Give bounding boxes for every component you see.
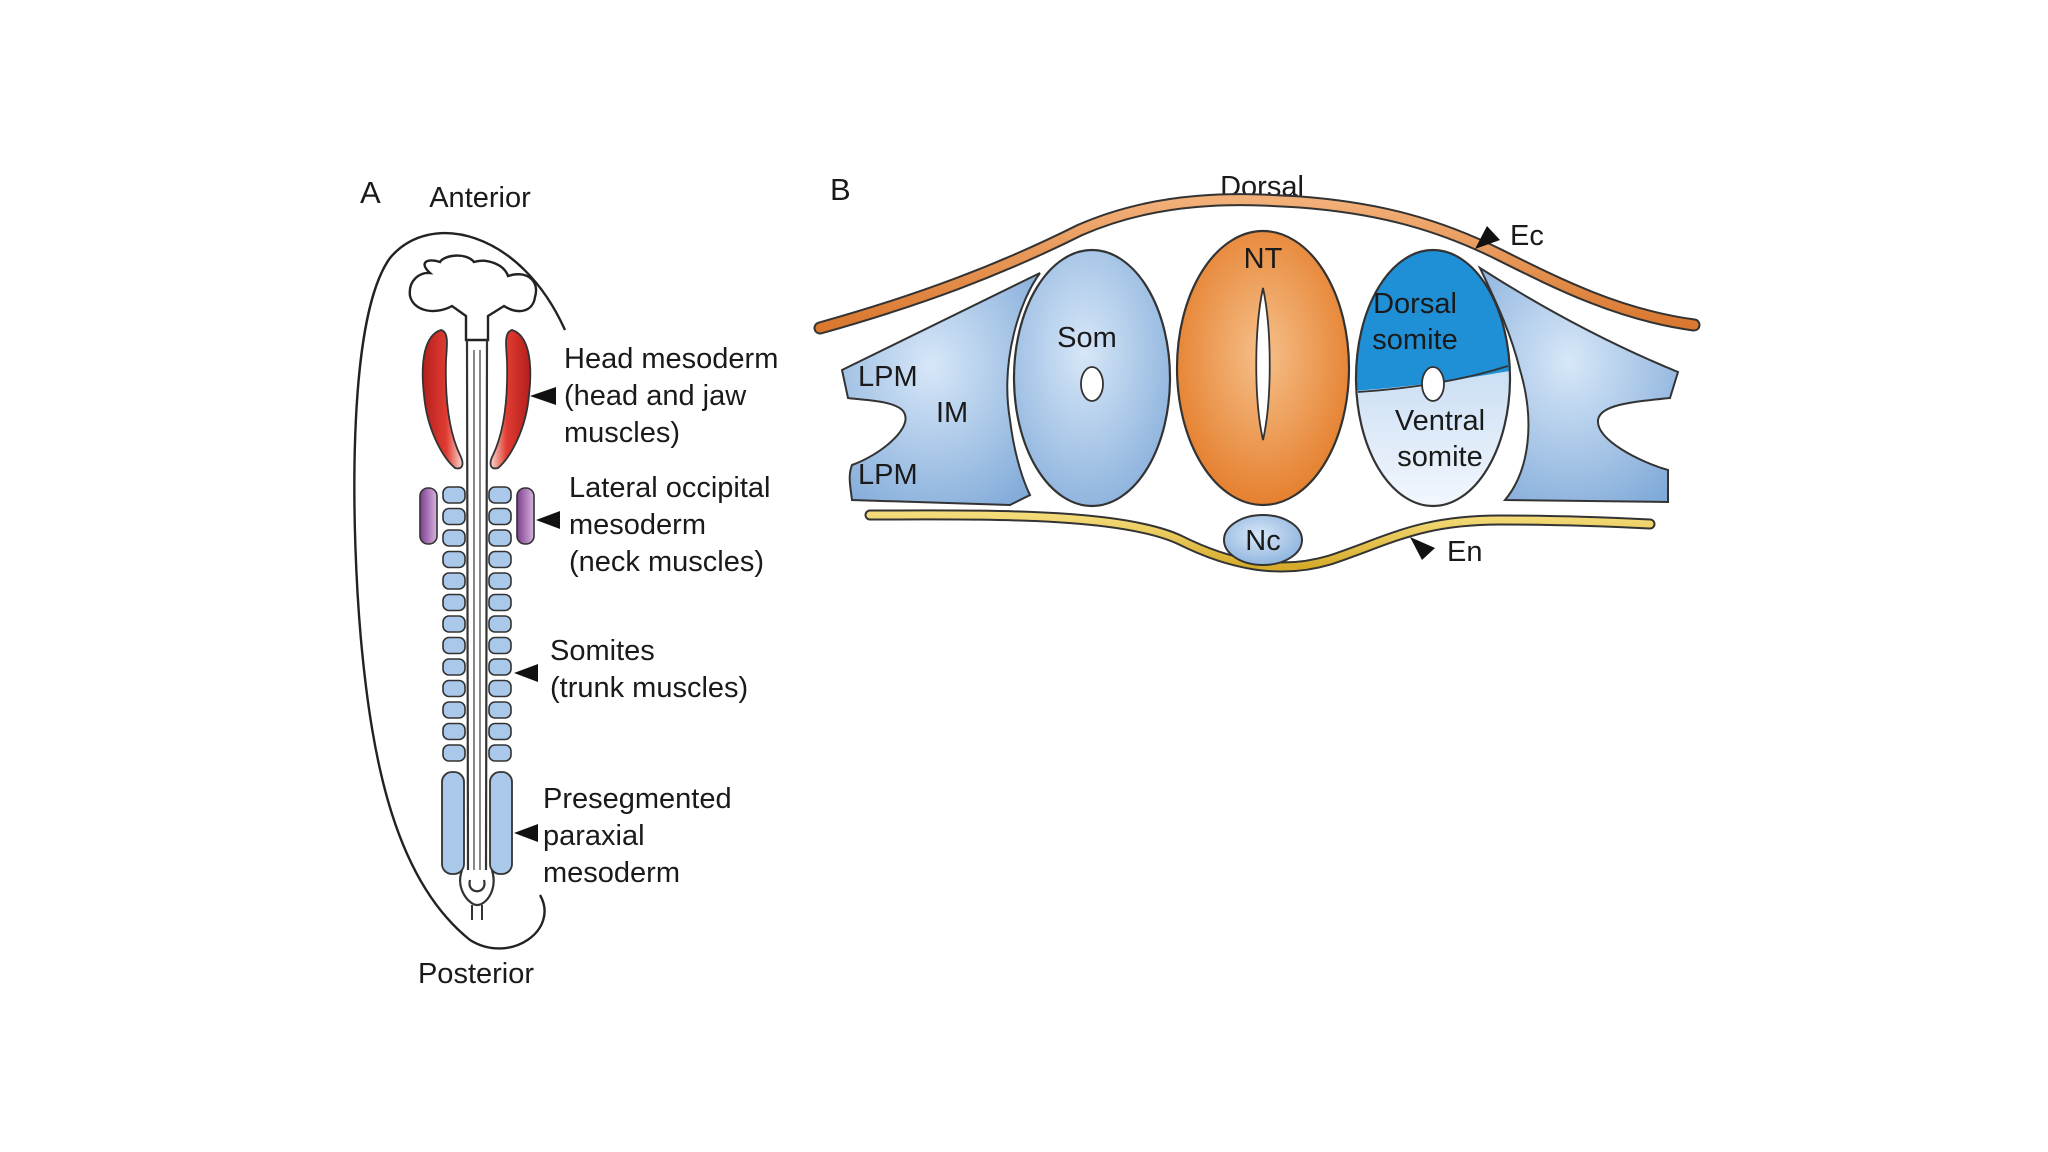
somite-left-2 <box>442 507 466 526</box>
somite-left-1 <box>442 486 466 504</box>
svg-text:Ventral: Ventral <box>1395 405 1485 437</box>
posterior-label: Posterior <box>418 958 534 990</box>
somite-left-3 <box>442 529 466 547</box>
somite-right-3 <box>488 529 512 547</box>
dorsal-somite-label: Dorsal somite <box>1372 288 1457 356</box>
somites-label: Somites (trunk muscles) <box>550 635 748 704</box>
svg-text:somite: somite <box>1372 324 1457 356</box>
somite-right-8 <box>488 636 512 655</box>
svg-text:(head and jaw: (head and jaw <box>564 380 747 412</box>
somite-right-4 <box>488 550 512 569</box>
svg-text:Dorsal: Dorsal <box>1373 288 1457 320</box>
svg-text:Somites: Somites <box>550 635 655 667</box>
panel-b-letter: B <box>830 172 851 207</box>
svg-text:paraxial: paraxial <box>543 820 645 852</box>
somite-left-13 <box>442 744 466 762</box>
svg-text:muscles): muscles) <box>564 417 680 449</box>
neural-tube-lumen <box>1255 287 1271 441</box>
head-mesoderm-right <box>489 329 532 470</box>
somite-left-11 <box>442 701 466 719</box>
somite-right-12 <box>488 722 512 741</box>
somite-left-5 <box>442 572 466 590</box>
arrow-en <box>1410 537 1435 560</box>
brain-vesicle <box>408 254 538 342</box>
somite-lumen <box>1080 366 1104 402</box>
ventral-somite-label: Ventral somite <box>1395 405 1485 473</box>
somite-right-9 <box>488 658 512 676</box>
svg-text:Presegmented: Presegmented <box>543 783 732 815</box>
somite-right-10 <box>488 679 512 698</box>
tail-bud <box>459 869 495 907</box>
svg-text:mesoderm: mesoderm <box>569 509 706 541</box>
arrow-ec <box>1475 226 1500 249</box>
somite-left-4 <box>442 550 466 569</box>
lateral-mesoderm-left <box>840 272 1041 507</box>
embryo-outline <box>353 231 567 950</box>
somite-left-6 <box>442 593 466 612</box>
dermomyotome-lumen <box>1421 366 1445 402</box>
som-label: Som <box>1057 322 1117 354</box>
presegmented-mesoderm-right <box>489 771 513 875</box>
somite-left-8 <box>442 636 466 655</box>
somite-left-12 <box>442 722 466 741</box>
somite-right-13 <box>488 744 512 762</box>
somite-right-7 <box>488 615 512 633</box>
occipital-mesoderm-label: Lateral occipital mesoderm (neck muscles… <box>569 472 771 578</box>
svg-text:Head mesoderm: Head mesoderm <box>564 343 778 375</box>
arrow-head-mesoderm <box>530 387 556 405</box>
presegmented-label: Presegmented paraxial mesoderm <box>543 783 732 889</box>
somite-left-7 <box>442 615 466 633</box>
somite-right-2 <box>488 507 512 526</box>
neural-tube-left-edge <box>465 339 470 871</box>
en-label: En <box>1447 536 1482 568</box>
notochord <box>1223 514 1303 566</box>
panel-a: A Anterior Posterior <box>353 175 778 990</box>
svg-text:Lateral occipital: Lateral occipital <box>569 472 771 504</box>
nt-label: NT <box>1244 243 1283 275</box>
arrow-presegmented <box>514 824 538 842</box>
somite-columns <box>442 486 512 762</box>
nc-label: Nc <box>1245 525 1280 557</box>
lateral-mesoderm-right <box>1477 265 1680 504</box>
panel-a-letter: A <box>360 175 381 210</box>
svg-text:(trunk muscles): (trunk muscles) <box>550 672 748 704</box>
somite-right-6 <box>488 593 512 612</box>
occipital-mesoderm-right <box>516 487 535 545</box>
somite-left-10 <box>442 679 466 698</box>
somite-left-9 <box>442 658 466 676</box>
somite-right-1 <box>488 486 512 504</box>
arrow-occipital <box>536 511 560 529</box>
anterior-label: Anterior <box>429 182 531 214</box>
neural-tube-right-edge <box>484 339 489 871</box>
ec-label: Ec <box>1510 220 1544 252</box>
panel-b: B Dorsal <box>813 171 1701 573</box>
lpm-top-label: LPM <box>858 361 918 393</box>
svg-text:(neck muscles): (neck muscles) <box>569 546 764 578</box>
somite-right-11 <box>488 701 512 719</box>
presegmented-mesoderm-left <box>441 771 465 875</box>
svg-text:somite: somite <box>1397 441 1482 473</box>
lpm-bottom-label: LPM <box>858 459 918 491</box>
head-mesoderm-label: Head mesoderm (head and jaw muscles) <box>564 343 778 449</box>
im-label: IM <box>936 397 968 429</box>
svg-text:mesoderm: mesoderm <box>543 857 680 889</box>
occipital-mesoderm-left <box>419 487 438 545</box>
somite-right-5 <box>488 572 512 590</box>
arrow-somites <box>514 664 538 682</box>
head-mesoderm-left <box>421 329 464 470</box>
